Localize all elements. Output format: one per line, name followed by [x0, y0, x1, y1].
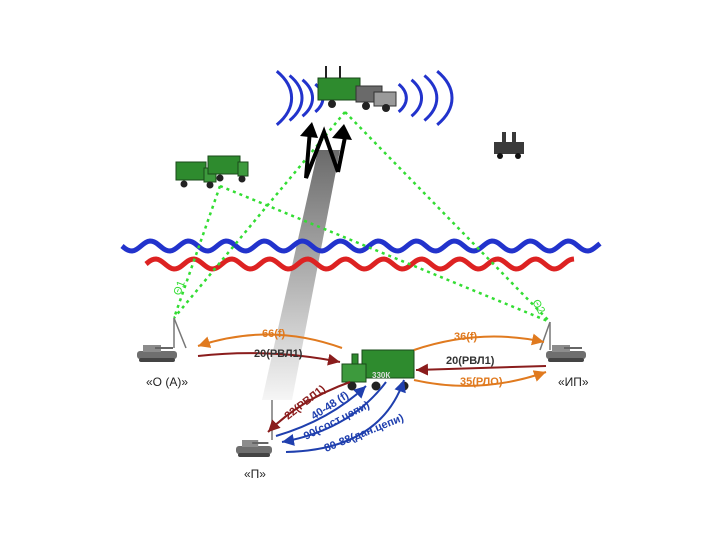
radio-arc: [288, 74, 304, 122]
link-diag-3: [281, 381, 387, 446]
radio-arc: [275, 70, 294, 126]
wave-blue: [120, 238, 602, 254]
link-label-right-lower: 20(РВЛ1): [446, 355, 495, 367]
wave-red: [144, 256, 575, 272]
theta-left: Θ1: [172, 279, 188, 297]
tank-part: [548, 358, 584, 362]
truck-pair-icon: [175, 155, 249, 189]
radio-arc: [410, 78, 423, 118]
link-diag-1: [267, 381, 351, 433]
tank-icon: [137, 345, 177, 362]
tank-part: [564, 347, 582, 349]
zigzag-segment: [336, 131, 348, 173]
station-label-right: «ИП»: [558, 375, 589, 389]
zigzag-arrowhead-right: [332, 124, 352, 140]
link-left-lower: [197, 352, 341, 366]
link-label-right-upper: 36(f): [454, 331, 478, 343]
small-truck-icon: [494, 132, 524, 159]
link-label-right-lowest: 35(РЛО): [460, 376, 503, 388]
zigzag-signal-icon: [304, 126, 340, 179]
awacs-aircraft-icon: [317, 66, 397, 112]
link-left-upper: [197, 333, 343, 349]
radio-arc: [423, 74, 439, 122]
link-label-left-lower: 20(РВЛ1): [254, 348, 303, 360]
tank-part: [546, 351, 586, 359]
link-right-lower: [415, 363, 547, 376]
tank-icon: [236, 440, 272, 457]
command-vehicle: [341, 349, 415, 391]
tank-part: [137, 351, 177, 359]
tank-part: [236, 446, 272, 454]
station-label-bottom: «П»: [244, 467, 266, 481]
tank-part: [242, 440, 259, 447]
tank-part: [552, 345, 570, 352]
link-right-upper: [413, 333, 545, 351]
radio-arc: [436, 70, 454, 126]
vehicle-plate: 330К: [372, 371, 390, 380]
link-right-lowest: [413, 370, 547, 387]
tank-part: [139, 358, 175, 362]
tank-part: [238, 453, 270, 457]
signal-beam: [262, 150, 340, 400]
tank-icon: [546, 345, 586, 362]
tank-part: [143, 345, 161, 352]
radio-arc: [397, 82, 408, 114]
tank-part: [155, 347, 173, 349]
zigzag-arrowhead: [300, 122, 318, 138]
coverage-lines: [172, 111, 551, 324]
link-label-left-upper: 66(f): [262, 328, 286, 340]
link-diag-4: [285, 379, 406, 453]
tank-part: [252, 442, 269, 444]
radio-arc: [301, 78, 314, 118]
station-label-left: «О (А)»: [146, 375, 188, 389]
link-diag-2: [275, 385, 367, 437]
